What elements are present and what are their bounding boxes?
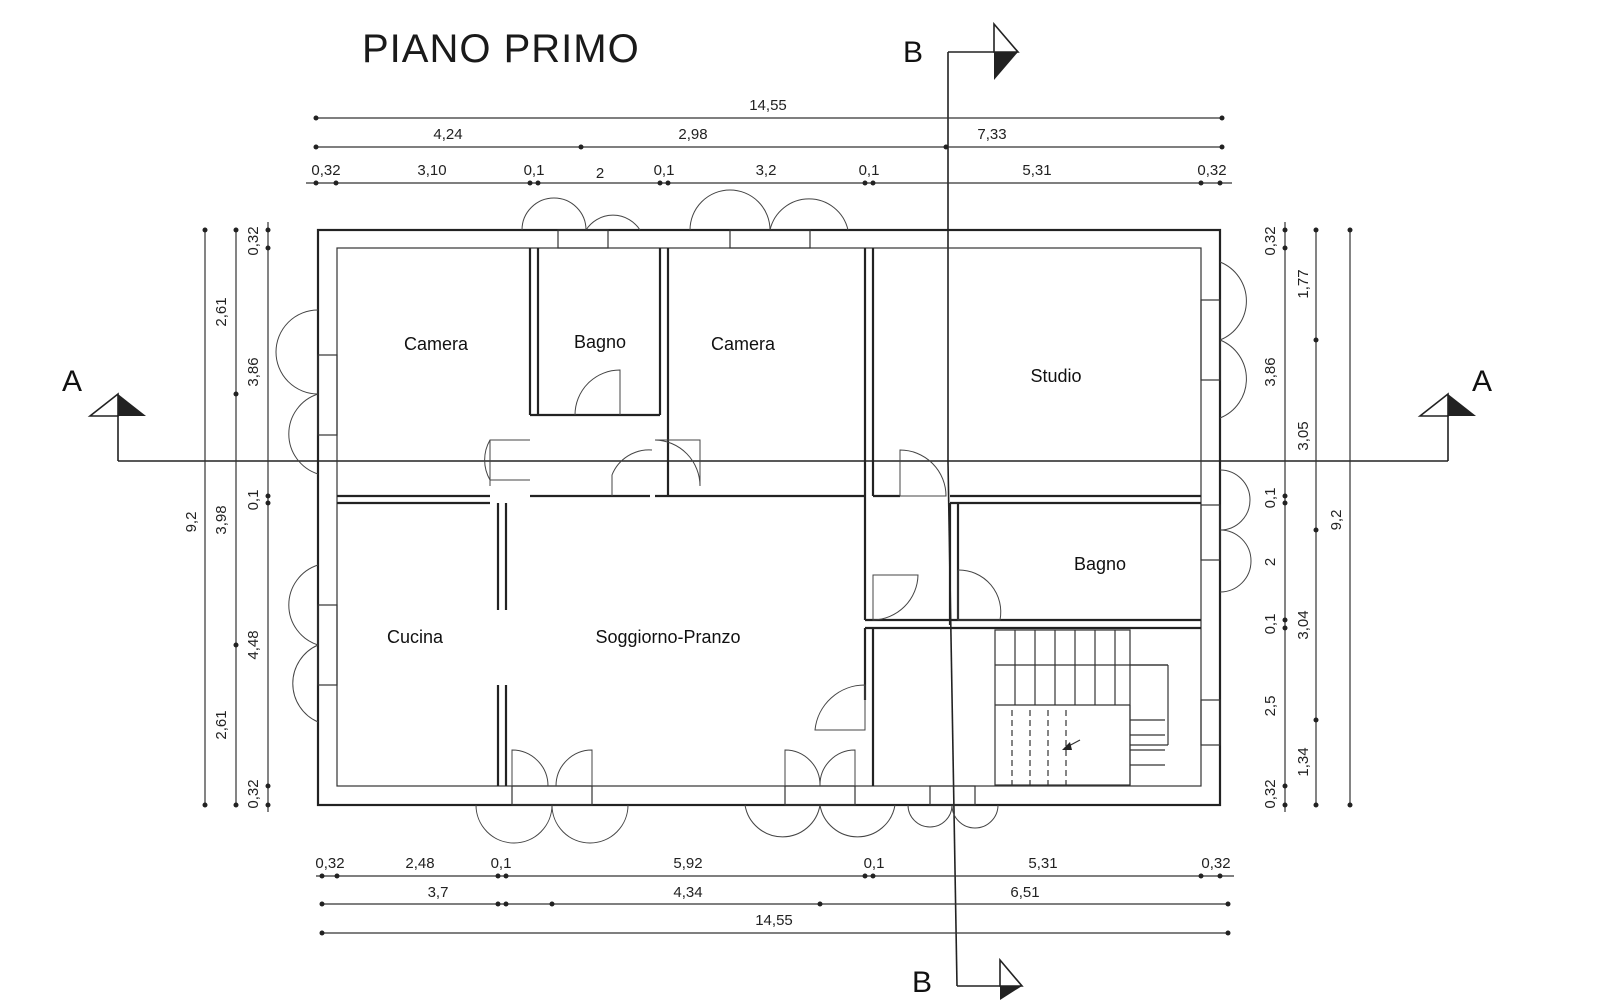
dim-right-inner-4: 2 bbox=[1262, 558, 1279, 566]
room-soggiorno-pranzo: Soggiorno-Pranzo bbox=[595, 627, 740, 647]
dim-left-mid-2: 3,98 bbox=[213, 505, 230, 534]
dim-bottom-row2-1: 3,7 bbox=[428, 884, 449, 901]
openings bbox=[275, 189, 1252, 844]
dim-top-row3-7: 0,1 bbox=[859, 162, 880, 179]
room-cucina: Cucina bbox=[387, 627, 444, 647]
section-a-marker: A A bbox=[62, 365, 1492, 462]
dims-right: 0,32 3,86 0,1 2 0,1 2,5 0,32 1,77 3,05 3… bbox=[1262, 226, 1345, 808]
dim-right-overall: 9,2 bbox=[1328, 510, 1345, 531]
dim-top-row2-a: 4,24 bbox=[433, 126, 462, 143]
dim-right-inner-6: 2,5 bbox=[1262, 696, 1279, 717]
dim-top-row3-3: 0,1 bbox=[524, 162, 545, 179]
dims-top: 14,55 4,24 2,98 7,33 0,32 3,10 0,1 2 0,1… bbox=[311, 97, 1226, 182]
dim-bottom-row1-7: 0,32 bbox=[1201, 855, 1230, 872]
dim-top-row3-1: 0,32 bbox=[311, 162, 340, 179]
dim-top-overall: 14,55 bbox=[749, 97, 787, 114]
dim-top-row2-c: 7,33 bbox=[977, 126, 1006, 143]
dim-right-inner-3: 0,1 bbox=[1262, 488, 1279, 509]
dim-bottom-row2-2: 4,34 bbox=[673, 884, 702, 901]
dim-bottom-row1-1: 0,32 bbox=[315, 855, 344, 872]
section-b-label-bottom: B bbox=[912, 966, 932, 999]
dim-bottom-row2-3: 6,51 bbox=[1010, 884, 1039, 901]
dim-top-row3-9: 0,32 bbox=[1197, 162, 1226, 179]
dim-bottom-row1-2: 2,48 bbox=[405, 855, 434, 872]
room-bagno-top: Bagno bbox=[574, 332, 626, 352]
room-camera-left: Camera bbox=[404, 334, 469, 354]
dim-bottom-row1-4: 5,92 bbox=[673, 855, 702, 872]
dim-right-inner-5: 0,1 bbox=[1262, 614, 1279, 635]
dim-top-row3-4: 2 bbox=[596, 165, 604, 182]
dim-bottom-overall: 14,55 bbox=[755, 912, 793, 929]
dim-left-mid-1: 2,61 bbox=[213, 297, 230, 326]
walls bbox=[316, 228, 1222, 807]
section-a-label-left: A bbox=[62, 365, 82, 398]
dim-left-mid-3: 2,61 bbox=[213, 710, 230, 739]
dim-top-row3-5: 0,1 bbox=[654, 162, 675, 179]
dim-bottom-row1-6: 5,31 bbox=[1028, 855, 1057, 872]
dim-left-inner-3: 0,1 bbox=[245, 490, 262, 511]
staircase bbox=[994, 629, 1169, 786]
dim-top-row3-6: 3,2 bbox=[756, 162, 777, 179]
room-bagno-right: Bagno bbox=[1074, 554, 1126, 574]
dim-left-inner-1: 0,32 bbox=[245, 226, 262, 255]
dim-left-inner-2: 3,86 bbox=[245, 357, 262, 386]
dim-top-row3-2: 3,10 bbox=[417, 162, 446, 179]
section-b-marker: B B bbox=[903, 21, 1024, 1000]
dim-top-row2-b: 2,98 bbox=[678, 126, 707, 143]
section-b-label-top: B bbox=[903, 36, 923, 69]
room-labels: Camera Bagno Camera Studio Cucina Soggio… bbox=[387, 332, 1126, 647]
dim-left-overall: 9,2 bbox=[183, 512, 200, 533]
dim-right-inner-1: 0,32 bbox=[1262, 226, 1279, 255]
dim-bottom-row1-5: 0,1 bbox=[864, 855, 885, 872]
dims-left: 9,2 2,61 3,98 2,61 0,32 3,86 0,1 4,48 0,… bbox=[183, 226, 262, 808]
room-studio: Studio bbox=[1030, 366, 1081, 386]
dimension-lines bbox=[202, 115, 1353, 936]
dim-top-row3-8: 5,31 bbox=[1022, 162, 1051, 179]
section-a-label-right: A bbox=[1472, 365, 1492, 398]
dim-bottom-row1-3: 0,1 bbox=[491, 855, 512, 872]
dim-right-inner-7: 0,32 bbox=[1262, 779, 1279, 808]
dim-left-inner-5: 0,32 bbox=[245, 779, 262, 808]
dim-left-inner-4: 4,48 bbox=[245, 630, 262, 659]
dim-right-inner-2: 3,86 bbox=[1262, 357, 1279, 386]
dims-bottom: 0,32 2,48 0,1 5,92 0,1 5,31 0,32 3,7 4,3… bbox=[315, 855, 1230, 929]
dim-right-mid-4: 1,34 bbox=[1295, 747, 1312, 776]
dim-right-mid-1: 1,77 bbox=[1295, 269, 1312, 298]
dim-right-mid-2: 3,05 bbox=[1295, 421, 1312, 450]
plan-title: PIANO PRIMO bbox=[362, 27, 640, 71]
room-camera-right: Camera bbox=[711, 334, 776, 354]
dim-right-mid-3: 3,04 bbox=[1295, 610, 1312, 639]
